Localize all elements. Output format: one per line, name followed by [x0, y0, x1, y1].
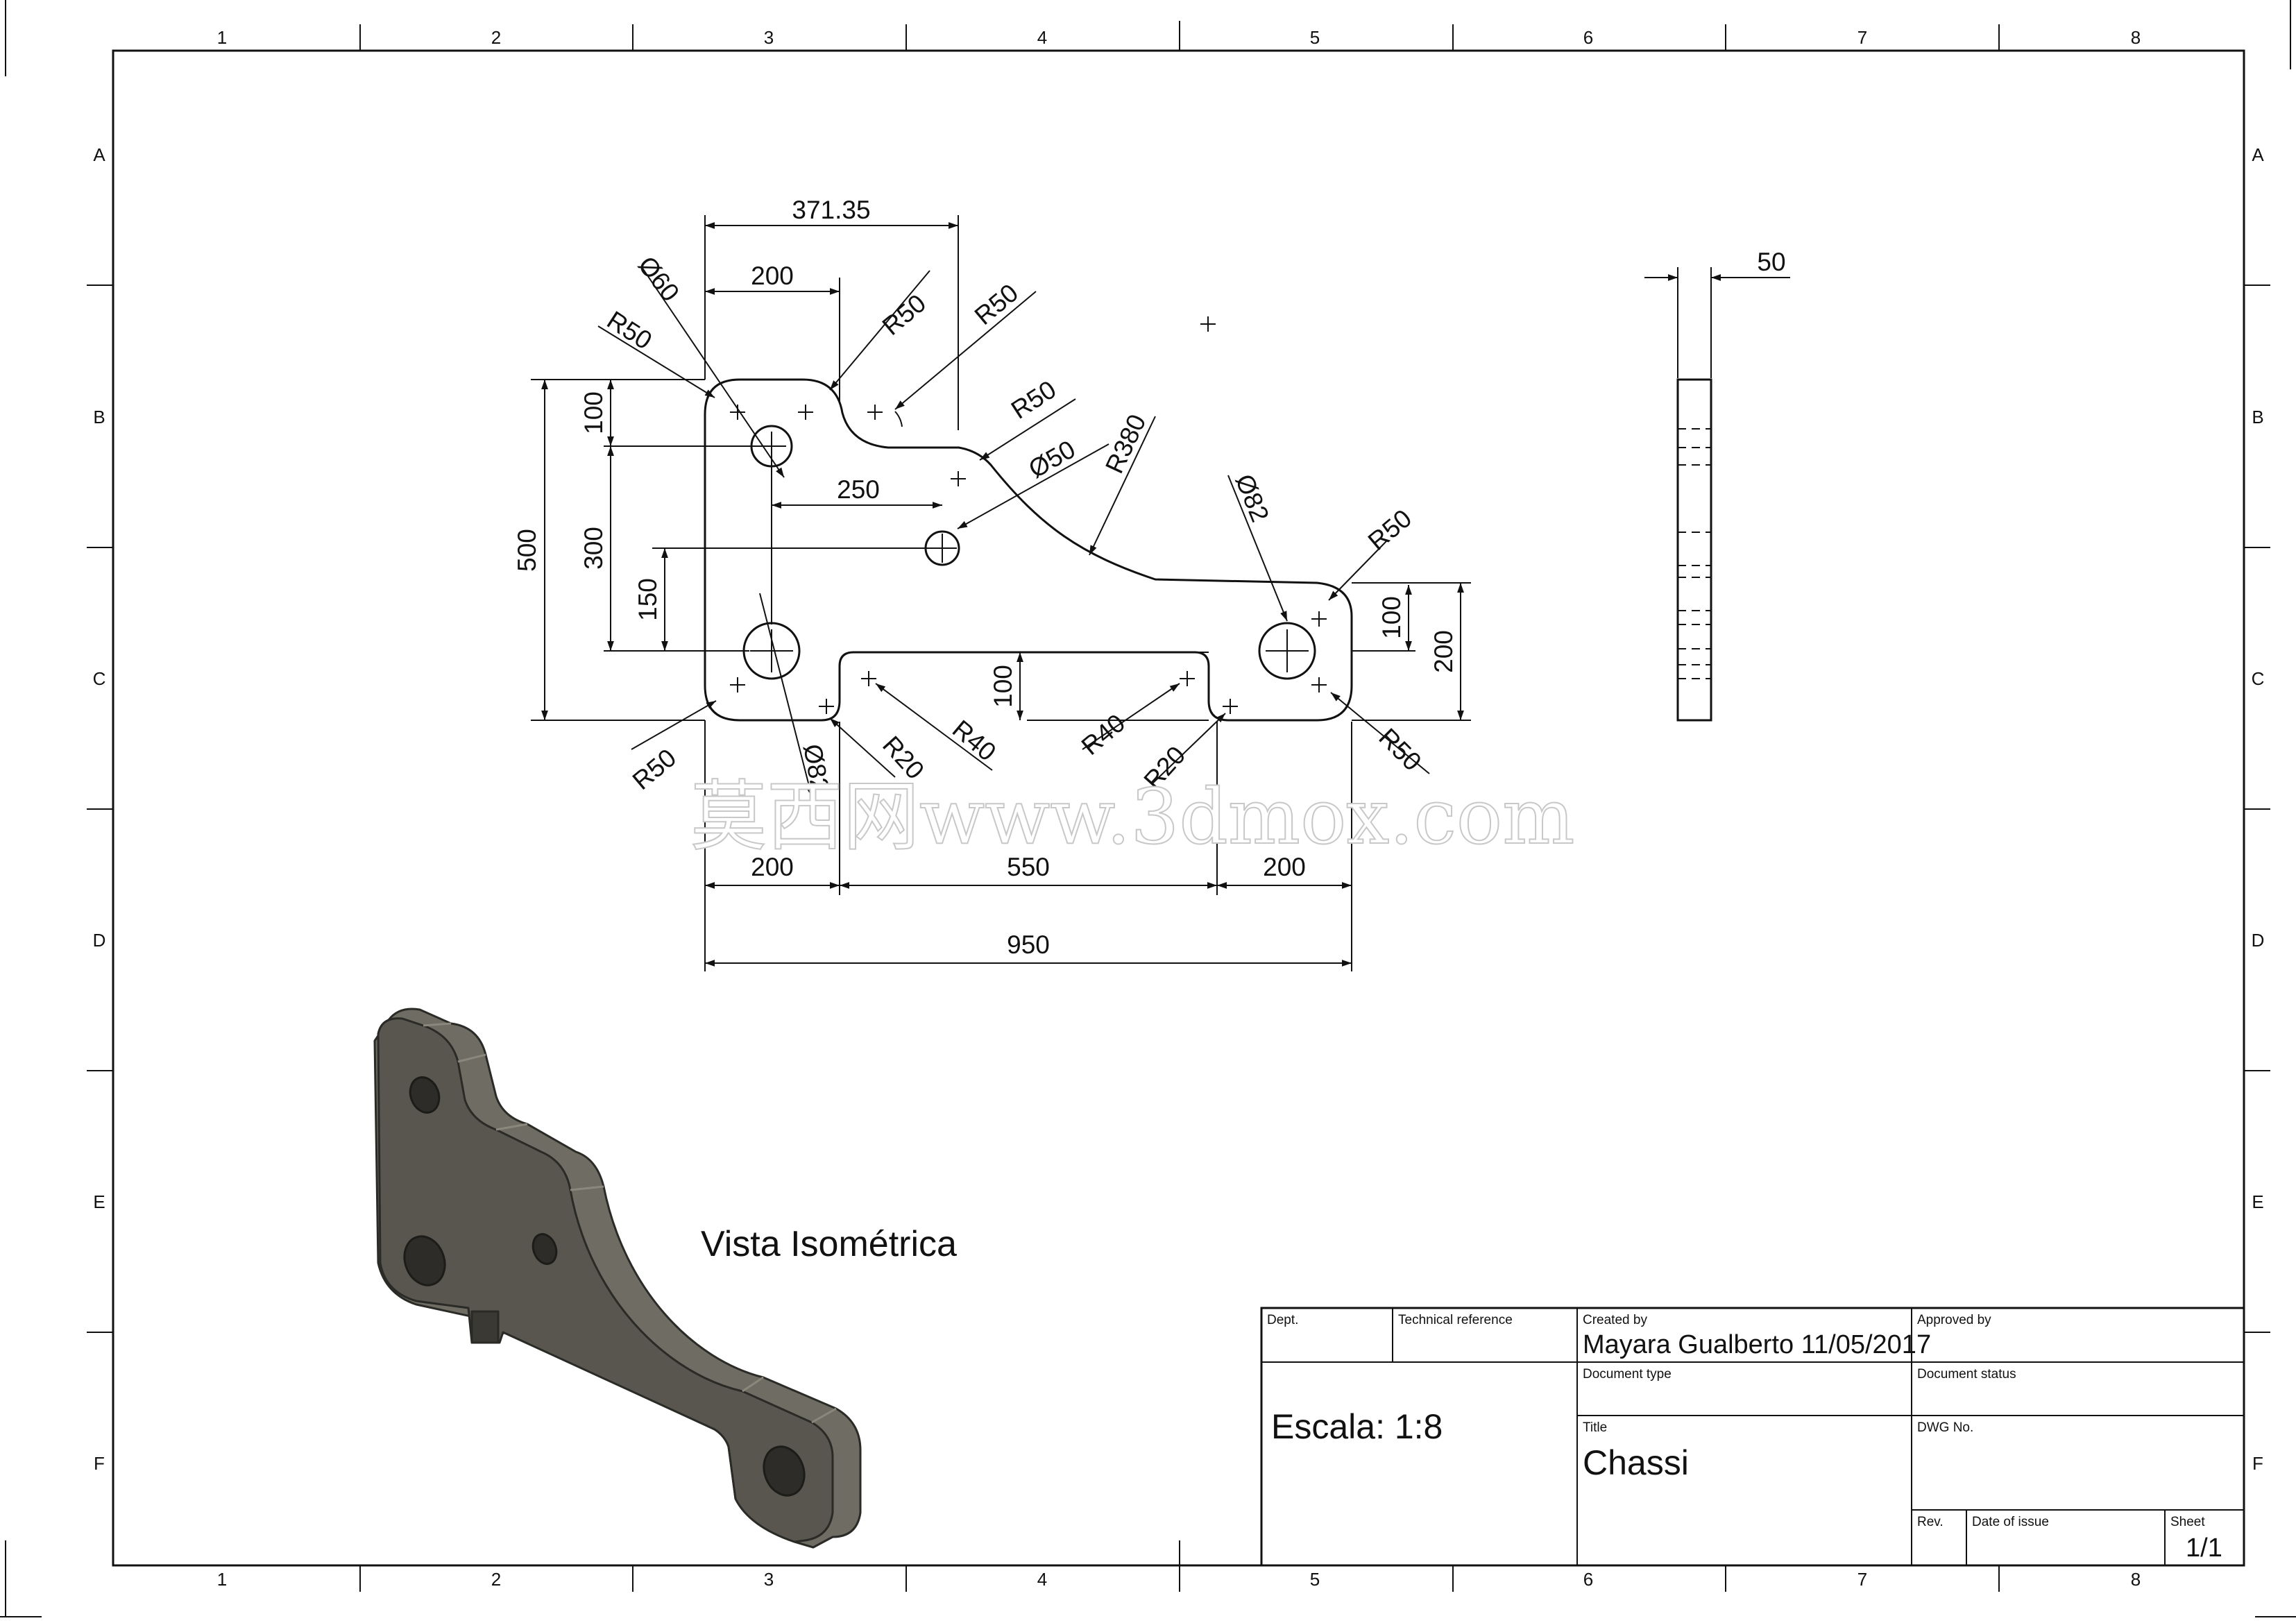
dim-r50-bottom-right: R50 [1373, 723, 1427, 776]
dim-150: 150 [633, 578, 662, 621]
side-view [1644, 267, 1790, 722]
dim-200-right: 200 [1429, 630, 1458, 673]
part-outline [704, 378, 1353, 722]
dim-300: 300 [579, 527, 608, 570]
isometric-view [373, 1008, 862, 1549]
row-letter-left: C [93, 668, 106, 689]
iso-view-label: Vista Isométrica [701, 1224, 957, 1264]
iso-hole [763, 1445, 806, 1497]
date-issue-label: Date of issue [1972, 1515, 2049, 1529]
dim-r380: R380 [1100, 410, 1152, 477]
dim-50-side: 50 [1757, 248, 1785, 276]
row-letter-left: B [93, 407, 105, 427]
col-number-bottom: 3 [764, 1569, 774, 1590]
front-view [704, 378, 1353, 722]
iso-hole [409, 1076, 441, 1114]
iso-part-edge-highlight [423, 1022, 837, 1424]
created-by-label: Created by [1583, 1313, 1647, 1327]
scale-text: Escala: 1:8 [1271, 1407, 1443, 1446]
dim-500: 500 [513, 529, 541, 572]
dim-r40-b: R40 [1076, 708, 1130, 760]
sheet-value: 1/1 [2186, 1533, 2222, 1563]
side-view-outline [1676, 378, 1712, 722]
dwg-no-label: DWG No. [1917, 1420, 1973, 1435]
dim-r50-d: R50 [1006, 375, 1061, 424]
dept-label: Dept. [1267, 1313, 1298, 1327]
row-letter-left: A [93, 144, 105, 165]
title-label: Title [1583, 1420, 1607, 1435]
col-number-top: 1 [217, 27, 227, 48]
dim-200-bottom-left: 200 [751, 853, 794, 881]
dim-r50-a: R50 [602, 305, 657, 355]
dim-200-bottom-right: 200 [1263, 853, 1306, 881]
dim-100-mid: 100 [989, 665, 1017, 708]
col-number-top: 5 [1310, 27, 1320, 48]
col-number-bottom: 6 [1583, 1569, 1593, 1590]
col-number-top: 8 [2131, 27, 2141, 48]
doc-type-label: Document type [1583, 1367, 1672, 1382]
dim-r50-bottom-left: R50 [627, 743, 681, 795]
dim-371-35: 371.35 [792, 196, 870, 224]
title-value: Chassi [1583, 1443, 1689, 1482]
tech-ref-label: Technical reference [1398, 1313, 1513, 1327]
dim-r50-e: R50 [1363, 504, 1417, 556]
watermark: 莫西网www.3dmox.com [690, 772, 1574, 861]
col-number-bottom: 4 [1037, 1569, 1047, 1590]
dim-dia60: Ø60 [633, 251, 685, 307]
row-letter-left: E [93, 1191, 105, 1212]
row-letter-left: F [94, 1453, 105, 1474]
row-letter-right: E [2252, 1191, 2263, 1212]
zone-labels: 1 2 3 4 5 6 7 8 1 2 3 4 5 6 7 8 A B C D … [93, 27, 2265, 1590]
iso-part-face [377, 1017, 834, 1543]
row-letter-right: D [2252, 930, 2265, 951]
col-number-top: 2 [491, 27, 501, 48]
dim-r50-b: R50 [877, 289, 931, 341]
row-letter-right: C [2252, 668, 2265, 689]
col-number-bottom: 5 [1310, 1569, 1320, 1590]
sheet-label: Sheet [2170, 1515, 2205, 1529]
col-number-bottom: 2 [491, 1569, 501, 1590]
dim-100-left: 100 [579, 391, 608, 434]
col-number-bottom: 1 [217, 1569, 227, 1590]
dim-950: 950 [1007, 931, 1050, 959]
col-number-top: 7 [1857, 27, 1867, 48]
col-number-top: 4 [1037, 27, 1047, 48]
col-number-top: 3 [764, 27, 774, 48]
col-number-bottom: 7 [1857, 1569, 1867, 1590]
dim-550: 550 [1007, 853, 1050, 881]
approved-by-label: Approved by [1917, 1313, 1991, 1327]
title-block [1260, 1307, 2245, 1567]
row-letter-right: F [2252, 1453, 2263, 1474]
center-marks [730, 316, 1327, 714]
dim-250: 250 [837, 475, 880, 504]
row-letter-left: D [93, 930, 106, 951]
col-number-top: 6 [1583, 27, 1593, 48]
dim-r40-a: R40 [947, 715, 1001, 767]
hole-bottom-right [1258, 622, 1316, 680]
dim-100-right: 100 [1377, 596, 1406, 639]
dimension-lines [531, 215, 1471, 971]
dim-200-top: 200 [751, 262, 794, 290]
col-number-bottom: 8 [2131, 1569, 2141, 1590]
iso-slot [470, 1310, 500, 1344]
row-letter-right: B [2252, 407, 2263, 427]
iso-hole [403, 1235, 446, 1286]
dim-r50-c: R50 [969, 278, 1023, 330]
created-by-value: Mayara Gualberto 11/05/2017 [1583, 1330, 1931, 1359]
doc-status-label: Document status [1917, 1367, 2016, 1382]
row-letter-right: A [2252, 144, 2264, 165]
iso-hole [532, 1233, 558, 1265]
rev-label: Rev. [1917, 1515, 1944, 1529]
title-block-texts: Dept. Technical reference Created by May… [1267, 1313, 2222, 1563]
